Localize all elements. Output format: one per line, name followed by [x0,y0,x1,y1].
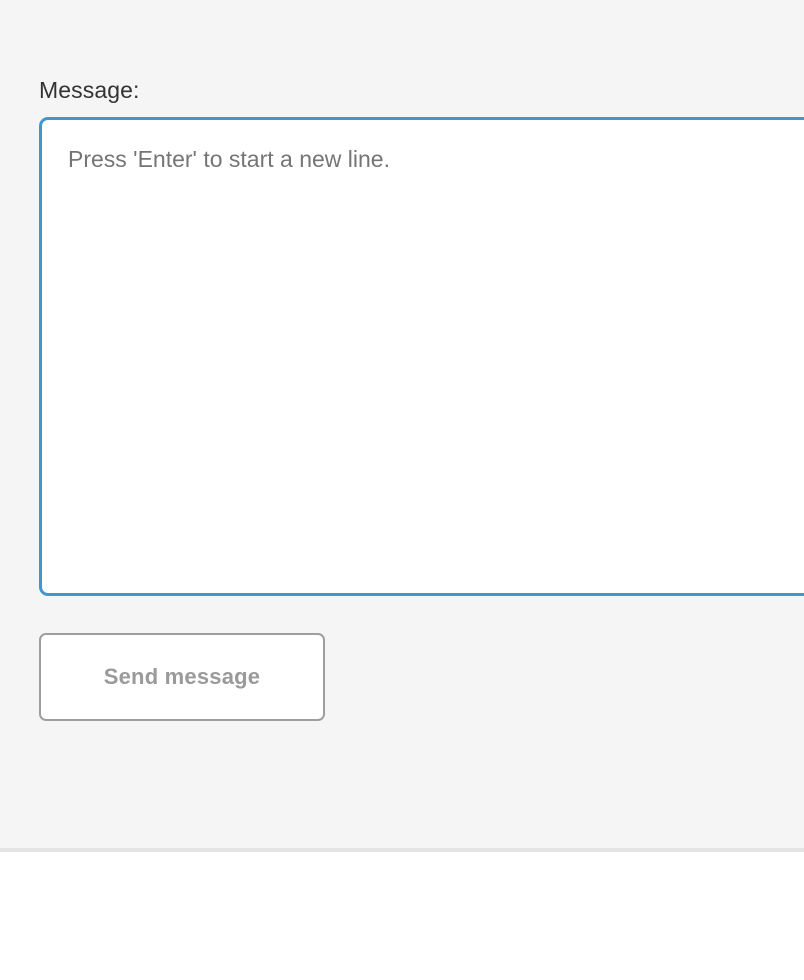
message-input[interactable] [39,117,804,596]
compose-message-panel: Message: Send message [39,77,804,721]
page-body-below-panel [0,852,804,980]
message-field-label: Message: [39,77,140,103]
send-message-button[interactable]: Send message [39,633,325,721]
panel-divider [0,848,804,852]
